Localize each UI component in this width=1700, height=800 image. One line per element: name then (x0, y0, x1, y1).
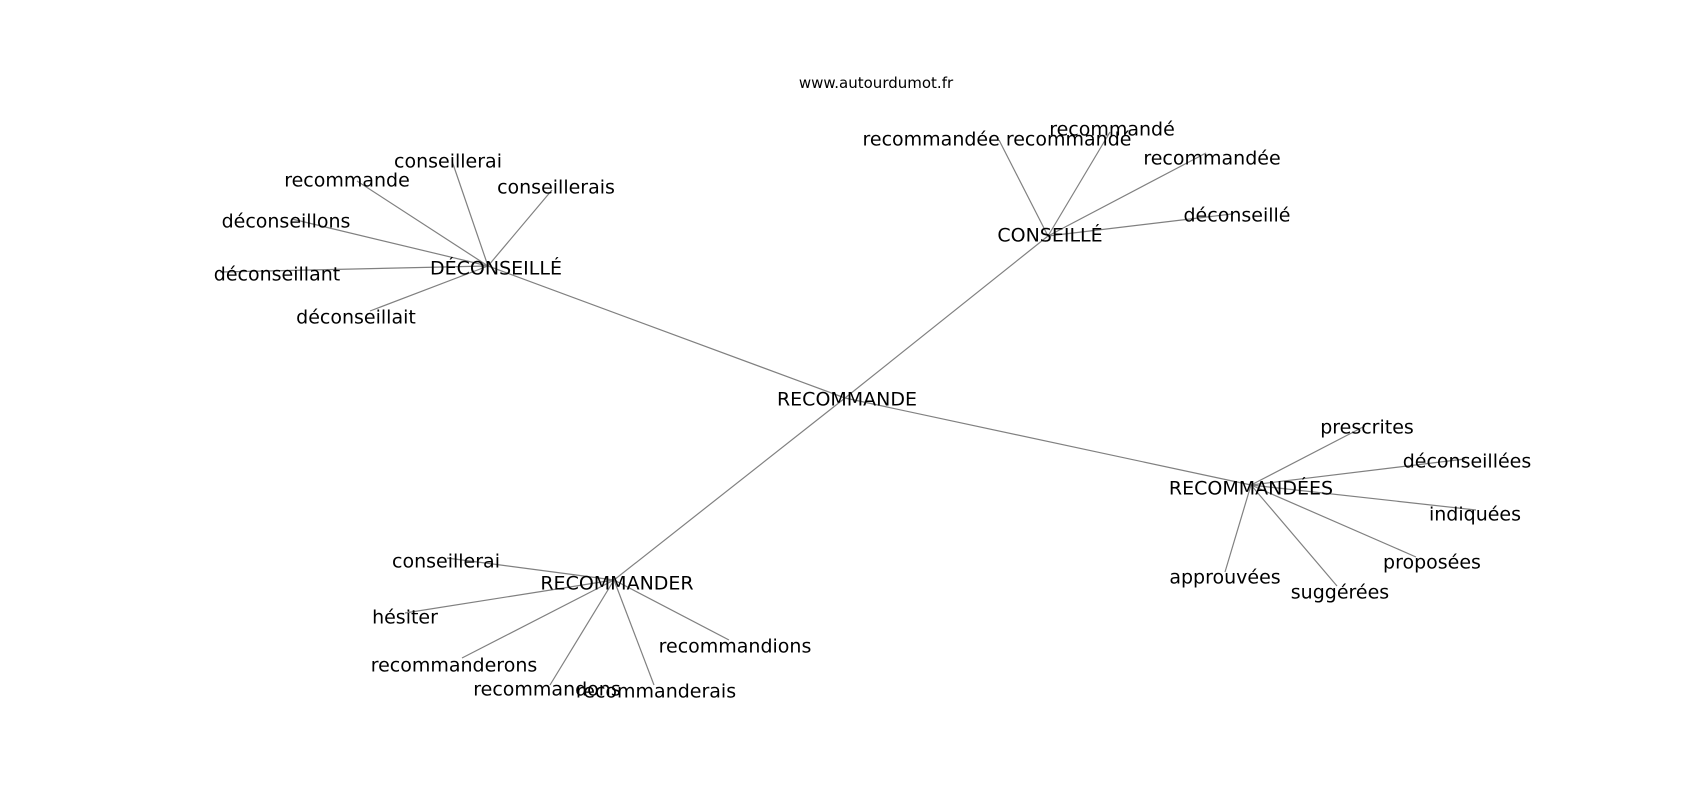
hub-node-label: RECOMMANDER (540, 573, 693, 595)
leaf-node-label: recommandée recommandé (863, 129, 1132, 151)
leaf-node-label: prescrites (1320, 417, 1414, 439)
graph-labels: www.autourdumot.fr RECOMMANDE DÉCONSEILLÉ… (214, 74, 1532, 703)
center-hub-edge (487, 265, 846, 399)
leaf-node-label: suggérées (1291, 582, 1389, 604)
leaf-node-label: indiquées (1429, 504, 1521, 526)
hub-leaf-edge (219, 265, 489, 273)
hub-leaf-edge (613, 579, 655, 686)
leaf-node-label: déconseillées (1403, 451, 1532, 473)
center-hub-edge (613, 397, 846, 581)
hub-leaf-edge (487, 189, 553, 267)
hub-leaf-edge (1250, 425, 1366, 486)
leaf-node-label: conseillerai (394, 151, 502, 173)
hub-node-label: DÉCONSEILLÉ (430, 257, 562, 280)
leaf-node-label: recommandé (1049, 119, 1175, 141)
hub-leaf-edge (404, 579, 615, 614)
source-watermark: www.autourdumot.fr (799, 74, 954, 92)
graph-edges (219, 131, 1477, 686)
leaf-node-label: recommandons (473, 679, 620, 701)
leaf-node-label: approuvées (1169, 567, 1280, 589)
hub-leaf-edge (1250, 458, 1466, 486)
leaf-node-label: déconseillons (222, 211, 351, 233)
leaf-node-label: proposées (1383, 552, 1481, 574)
center-hub-edge (844, 397, 1252, 486)
hub-node-label: RECOMMANDÉES (1169, 477, 1333, 500)
hub-leaf-edge (1224, 484, 1252, 573)
hub-node-label: CONSEILLÉ (997, 224, 1102, 247)
hub-leaf-edge (291, 218, 489, 267)
leaf-node-label: recommandions (659, 636, 812, 658)
leaf-node-label: déconseillait (296, 307, 416, 329)
leaf-node-label: recommande (284, 170, 410, 192)
hub-leaf-edge (356, 180, 489, 267)
center-node-label: RECOMMANDE (777, 389, 917, 411)
hub-leaf-edge (998, 139, 1049, 237)
hub-leaf-edge (1047, 213, 1233, 237)
hub-leaf-edge (1250, 484, 1338, 587)
hub-leaf-edge (446, 557, 615, 581)
hub-leaf-edge (1047, 131, 1111, 237)
hub-leaf-edge (549, 579, 615, 686)
hub-leaf-edge (1250, 484, 1477, 511)
leaf-node-label: conseillerais (497, 177, 615, 199)
leaf-node-label: recommandée (1143, 148, 1280, 170)
center-hub-edge (844, 235, 1049, 399)
leaf-node-label: déconseillant (214, 264, 340, 286)
hub-leaf-edge (613, 579, 730, 641)
hub-leaf-edge (461, 579, 615, 659)
leaf-node-label: hésiter (372, 607, 438, 629)
leaf-node-label: déconseillé (1184, 205, 1291, 227)
leaf-node-label: recommanderons (371, 655, 538, 677)
hub-leaf-edge (451, 160, 489, 267)
leaf-node-label: recommanderais (576, 681, 736, 703)
hub-leaf-edge (369, 265, 489, 312)
hub-leaf-edge (1047, 152, 1207, 237)
leaf-node-label: conseillerai (392, 551, 500, 573)
hub-leaf-edge (1250, 484, 1417, 558)
